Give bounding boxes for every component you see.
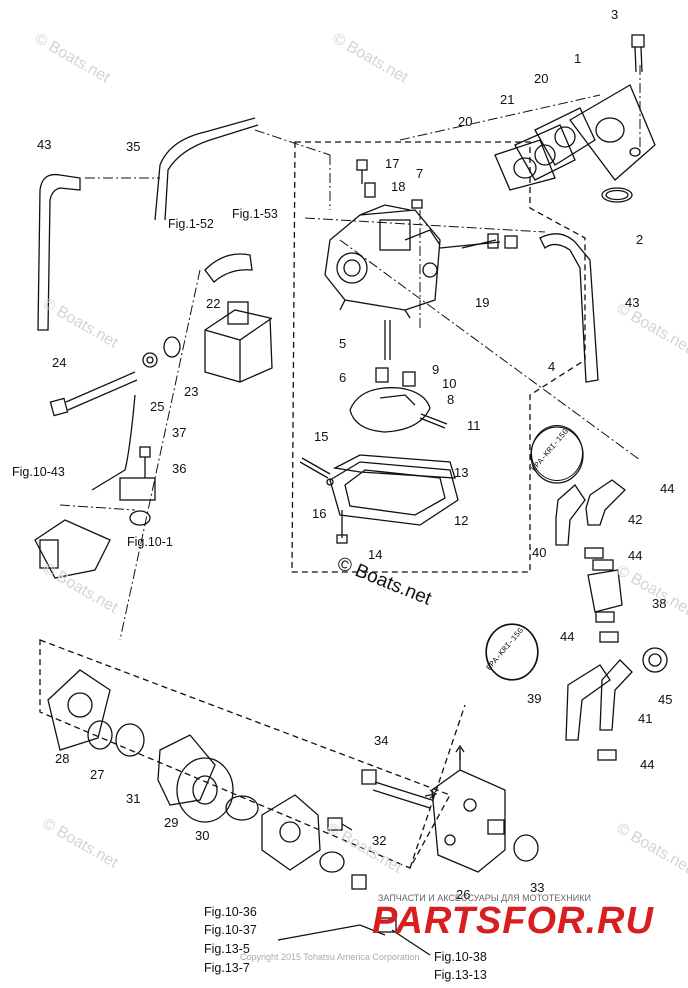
ref-fig-13-13[interactable]: Fig.13-13	[434, 968, 487, 982]
callout-14: 14	[368, 547, 383, 562]
callout-2: 2	[636, 232, 644, 247]
ref-fig-10-36[interactable]: Fig.10-36	[204, 905, 257, 919]
fuel-pump-26	[431, 769, 506, 873]
o-ring-2	[601, 187, 633, 203]
diaphragm-30	[176, 757, 234, 823]
intake-flange-1	[569, 84, 656, 181]
fuel-filter-38	[587, 569, 623, 613]
callout-3: 3	[611, 7, 619, 22]
brand-tagline: ЗАПЧАСТИ И АКСЕССУАРЫ ДЛЯ МОТОТЕХНИКИ	[378, 893, 591, 903]
ref-fig-10-38[interactable]: Fig.10-38	[434, 950, 487, 964]
callout-41: 41	[638, 711, 653, 726]
pump-body-28	[47, 669, 111, 751]
ref-fig-10-1[interactable]: Fig.10-1	[127, 535, 173, 549]
callout-17: 17	[385, 156, 400, 171]
callout-45: 45	[658, 692, 673, 707]
callout-40: 40	[532, 545, 547, 560]
gasket-21	[514, 124, 576, 181]
callout-38: 38	[652, 596, 667, 611]
epa-tag-lower: EPA-KRI-15G	[484, 624, 538, 680]
epa-tag-upper: EPA-KRI-15G	[529, 425, 583, 481]
callout-5: 5	[339, 336, 347, 351]
ref-fig-1-52[interactable]: Fig.1-52	[168, 217, 214, 231]
callout-29: 29	[164, 815, 179, 830]
pump-cover	[261, 794, 321, 871]
copyright-text: Copyright 2015 Tohatsu America Corporati…	[240, 952, 420, 962]
callout-43: 43	[37, 137, 52, 152]
callout-6: 6	[339, 370, 347, 385]
ref-fig-13-7[interactable]: Fig.13-7	[204, 961, 250, 975]
callout-36: 36	[172, 461, 187, 476]
o-ring-33	[513, 834, 539, 862]
gasket-20-upper	[534, 107, 596, 166]
float-8	[349, 387, 431, 433]
ref-fig-10-43[interactable]: Fig.10-43	[12, 465, 65, 479]
fuel-hose-40	[555, 484, 586, 546]
carburetor-group-outline	[291, 141, 586, 573]
callout-16: 16	[312, 506, 327, 521]
callout-24: 24	[52, 355, 67, 370]
cable-35	[154, 117, 256, 221]
callout-44: 44	[560, 629, 575, 644]
callout-37: 37	[172, 425, 187, 440]
callout-25: 25	[150, 399, 165, 414]
ref-fig-1-53[interactable]: Fig.1-53	[232, 207, 278, 221]
callout-26: 26	[456, 887, 471, 902]
fuel-pump-outline-right	[409, 704, 466, 869]
callout-15: 15	[314, 429, 329, 444]
fuel-hose-42	[585, 479, 626, 526]
grommet-45	[642, 647, 668, 673]
callout-32: 32	[372, 833, 387, 848]
callout-1: 1	[574, 51, 582, 66]
callout-35: 35	[126, 139, 141, 154]
callout-23: 23	[184, 384, 199, 399]
fuel-hose-43-left	[37, 173, 81, 331]
valve-27	[87, 720, 113, 750]
callout-22: 22	[206, 296, 221, 311]
fuel-hose-41	[599, 659, 633, 731]
carburetor	[324, 204, 441, 319]
ref-fig-10-37[interactable]: Fig.10-37	[204, 923, 257, 937]
diaphragm-29	[157, 734, 216, 806]
callout-27: 27	[90, 767, 105, 782]
callout-4: 4	[548, 359, 556, 374]
callout-44: 44	[640, 757, 655, 772]
float-bowl-12	[329, 461, 459, 526]
callout-30: 30	[195, 828, 210, 843]
gasket-13	[332, 454, 456, 479]
callout-7: 7	[416, 166, 424, 181]
callout-44: 44	[628, 548, 643, 563]
fuel-hose-43-right	[539, 233, 599, 383]
callout-39: 39	[527, 691, 542, 706]
fuel-pump-group-outline	[39, 639, 451, 869]
callout-33: 33	[530, 880, 545, 895]
callout-28: 28	[55, 751, 70, 766]
fuel-hose-39	[565, 664, 611, 741]
gasket-20-lower	[494, 139, 556, 191]
callout-42: 42	[628, 512, 643, 527]
callout-21: 21	[500, 92, 515, 107]
callout-43: 43	[625, 295, 640, 310]
ref-fig-13-5[interactable]: Fig.13-5	[204, 942, 250, 956]
callout-34: 34	[374, 733, 389, 748]
bolt-24	[49, 371, 138, 417]
callout-13: 13	[454, 465, 469, 480]
callout-19: 19	[475, 295, 490, 310]
callout-10: 10	[442, 376, 457, 391]
callout-20: 20	[534, 71, 549, 86]
callout-20: 20	[458, 114, 473, 129]
callout-12: 12	[454, 513, 469, 528]
brand-logo-text: PARTSFOR.RU	[372, 900, 654, 942]
callout-44: 44	[660, 481, 675, 496]
epa-tag-text: EPA-KRI-15G	[484, 626, 526, 673]
callout-11: 11	[467, 418, 481, 433]
callout-31: 31	[126, 791, 141, 806]
callout-9: 9	[432, 362, 440, 377]
callout-8: 8	[447, 392, 455, 407]
callout-18: 18	[391, 179, 406, 194]
ignition-unit-22	[204, 253, 273, 383]
epa-tag-text: EPA-KRI-15G	[529, 427, 571, 474]
